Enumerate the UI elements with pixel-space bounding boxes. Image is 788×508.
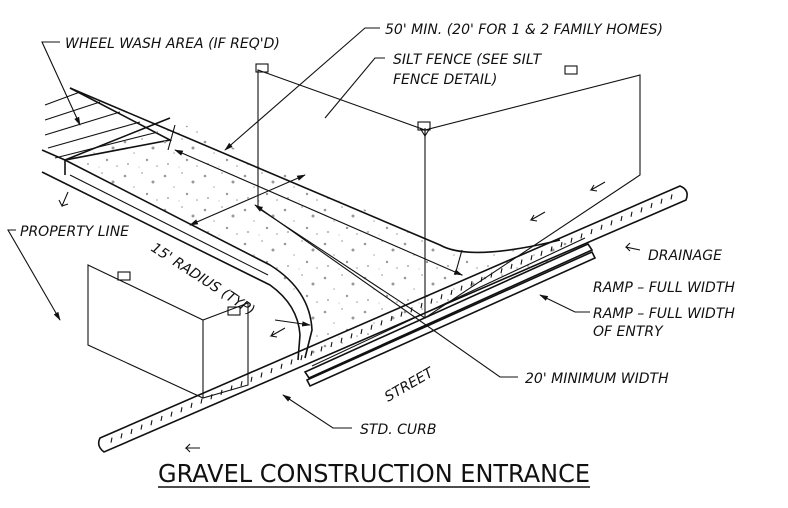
- drainage-arrows: [58, 127, 641, 453]
- curb-tick: [300, 354, 303, 361]
- curb-tick: [190, 402, 193, 409]
- curb-tick: [470, 281, 473, 287]
- curb-tick: [320, 346, 323, 352]
- curb-tick: [400, 311, 403, 317]
- curb-tick: [450, 289, 453, 296]
- curb-tick: [640, 207, 643, 213]
- std-curb: [97, 185, 688, 453]
- label-property-line: PROPERTY LINE: [20, 224, 129, 240]
- curb-tick: [290, 359, 293, 365]
- curb-tick: [310, 350, 313, 356]
- curb-tick: [380, 320, 383, 326]
- curb-tick: [150, 420, 153, 426]
- label-street: STREET: [382, 364, 438, 405]
- curb-tick: [610, 220, 613, 226]
- curb-tick: [200, 398, 203, 404]
- curb-tick: [270, 368, 273, 374]
- curb-tick: [550, 246, 553, 252]
- curb-tick: [600, 224, 603, 230]
- curb-tick: [360, 328, 363, 335]
- curb-tick: [670, 194, 673, 200]
- curb-tick: [160, 415, 163, 422]
- label-silt-fence-2: FENCE DETAIL): [393, 72, 497, 88]
- curb-tick: [170, 411, 173, 417]
- curb-tick: [330, 341, 333, 348]
- curb-tick: [490, 272, 493, 278]
- label-min-length: 50' MIN. (20' FOR 1 & 2 FAMILY HOMES): [385, 22, 663, 38]
- label-wheel-wash: WHEEL WASH AREA (IF REQ'D): [65, 36, 280, 52]
- curb-tick: [260, 372, 263, 378]
- label-curb: STD. CURB: [360, 422, 436, 438]
- curb-tick: [500, 268, 503, 274]
- curb-tick: [220, 389, 223, 395]
- curb-tick: [580, 233, 583, 239]
- curb-tick: [130, 428, 133, 435]
- curb-tick: [630, 211, 633, 217]
- label-ramp-entry-1: RAMP – FULL WIDTH: [593, 306, 735, 322]
- curb-tick: [110, 437, 113, 443]
- curb-tick: [530, 255, 533, 261]
- label-min-width: 20' MINIMUM WIDTH: [525, 371, 669, 387]
- curb-tick: [540, 250, 543, 256]
- curb-tick: [570, 237, 573, 243]
- label-ramp: RAMP – FULL WIDTH: [593, 280, 735, 296]
- curb-tick: [350, 333, 353, 339]
- curb-tick: [210, 394, 213, 400]
- leader-lines: [7, 27, 590, 429]
- curb-tick: [410, 307, 413, 313]
- curb-tick: [340, 337, 343, 343]
- curb-tick: [650, 202, 653, 209]
- silt-fence-left: [87, 264, 249, 399]
- curb-tick: [430, 298, 433, 304]
- curb-tick: [250, 376, 253, 382]
- curb-tick: [230, 385, 233, 391]
- curb-tick: [280, 363, 283, 369]
- label-silt-fence-1: SILT FENCE (SEE SILT: [393, 52, 543, 68]
- curb-tick: [370, 324, 373, 330]
- curb-tick: [660, 198, 663, 204]
- drawing-title: GRAVEL CONSTRUCTION ENTRANCE: [158, 459, 590, 488]
- curb-tick: [140, 424, 143, 430]
- curb-tick: [460, 285, 463, 291]
- curb-tick: [420, 302, 423, 309]
- dimension-lines: [167, 124, 463, 276]
- curb-tick: [440, 294, 443, 300]
- curb-tick: [240, 381, 243, 387]
- curb-tick: [620, 215, 623, 222]
- curb-tick: [590, 228, 593, 235]
- curb-tick: [480, 276, 483, 283]
- curb-tick: [180, 407, 183, 413]
- curb-tick: [390, 315, 393, 322]
- curb-tick: [120, 433, 123, 439]
- curb-tick: [560, 242, 563, 248]
- label-ramp-entry-2: OF ENTRY: [593, 324, 664, 340]
- curb-tick: [510, 263, 513, 269]
- label-drainage: DRAINAGE: [648, 248, 722, 264]
- curb-tick: [520, 259, 523, 265]
